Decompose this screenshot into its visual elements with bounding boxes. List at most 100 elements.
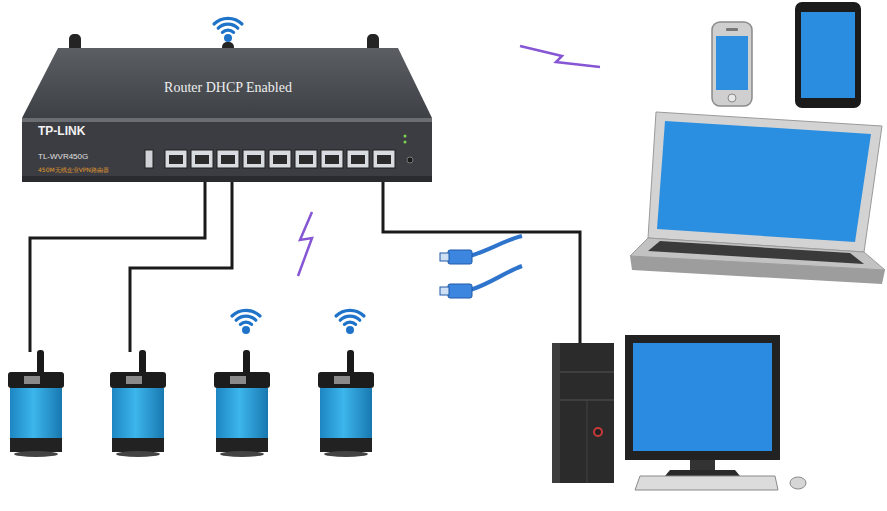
- ethernet-wire: [383, 168, 580, 345]
- ethernet-port: [373, 150, 395, 168]
- smartphone: [712, 22, 752, 106]
- status-led: [404, 141, 407, 144]
- camera: [8, 350, 64, 457]
- camera: [318, 350, 374, 457]
- wifi-dot: [224, 34, 354, 334]
- ethernet-port: [165, 150, 187, 168]
- cable-plug: [448, 284, 472, 298]
- cable-plug: [448, 250, 472, 264]
- status-led: [404, 135, 407, 138]
- camera-body: [320, 388, 372, 438]
- ethernet-port: [191, 150, 213, 168]
- port-socket: [195, 155, 209, 164]
- ethernet-wire: [30, 168, 205, 352]
- phone-speaker: [726, 28, 738, 31]
- ethernet-port: [217, 150, 239, 168]
- camera-foot: [324, 451, 368, 457]
- router-front-edge: [22, 176, 432, 182]
- port-socket: [299, 155, 313, 164]
- camera-ring: [216, 438, 268, 452]
- port-socket: [351, 155, 365, 164]
- wireless-bolt: [298, 46, 600, 276]
- ethernet-port: [243, 150, 265, 168]
- monitor-frame: [625, 335, 780, 460]
- camera-top: [8, 372, 64, 388]
- wireless-bolt: [520, 46, 600, 67]
- camera-top: [214, 372, 270, 388]
- ethernet-port: [347, 150, 369, 168]
- wifi-dot: [224, 34, 232, 42]
- router-front: [22, 118, 432, 182]
- port-socket: [325, 155, 339, 164]
- camera-body: [112, 388, 164, 438]
- wifi-arc: [232, 310, 260, 316]
- tower-side: [552, 343, 560, 483]
- mouse: [790, 477, 806, 489]
- camera-ring: [320, 438, 372, 452]
- tower-body: [552, 343, 614, 483]
- model-number: TL-WVR450G: [38, 152, 88, 161]
- port-socket: [169, 155, 391, 164]
- tablet: [795, 2, 861, 108]
- camera-top: [110, 372, 166, 388]
- product-description: 450M无线企业VPN路由器: [38, 166, 109, 175]
- power-button: [594, 428, 602, 436]
- pc-tower: [552, 343, 614, 483]
- port-socket: [377, 155, 391, 164]
- ethernet-port: [321, 150, 343, 168]
- phone-screen: [716, 36, 748, 90]
- monitor: [625, 335, 780, 476]
- ethernet-port: [295, 150, 317, 168]
- wifi-arc: [222, 30, 233, 32]
- camera-ring: [112, 438, 164, 452]
- wifi-arc: [240, 322, 251, 324]
- laptop: [630, 112, 885, 284]
- camera-foot: [220, 451, 264, 457]
- camera-port: [230, 376, 246, 384]
- camera-top: [318, 372, 374, 388]
- phone-body: [712, 22, 752, 106]
- keyboard: [635, 476, 778, 490]
- ethernet-wire: [30, 168, 580, 352]
- wifi-arc: [340, 316, 360, 320]
- laptop-base: [630, 256, 885, 284]
- node-title: Router DHCP Enabled: [164, 78, 292, 98]
- camera-foot: [116, 451, 160, 457]
- monitor-stand: [690, 460, 715, 470]
- wifi-arc: [336, 310, 364, 316]
- reset-button: [407, 157, 413, 163]
- cable-line: [470, 266, 522, 290]
- camera-body: [10, 388, 62, 438]
- ethernet-port: [269, 150, 291, 168]
- wifi-icon: [214, 18, 364, 324]
- laptop-lid: [648, 112, 882, 252]
- tower-line: [587, 400, 588, 483]
- camera-ring: [10, 438, 62, 452]
- port-socket: [273, 155, 287, 164]
- port-socket: [247, 155, 261, 164]
- tablet-body: [795, 2, 861, 108]
- router-top: [22, 48, 432, 118]
- router-body: [22, 48, 432, 182]
- wifi-arc: [218, 24, 238, 28]
- tower-line: [560, 372, 614, 373]
- camera-port: [24, 376, 40, 384]
- laptop-screen: [657, 121, 871, 242]
- cable-icon: [440, 236, 522, 298]
- camera-port: [126, 376, 142, 384]
- ethernet-wire: [130, 168, 232, 352]
- brand-logo: TP-LINK: [38, 124, 85, 138]
- wifi-dot: [346, 326, 354, 334]
- ethernet-port: [165, 150, 395, 168]
- wifi-arc: [214, 18, 242, 24]
- camera: [110, 350, 166, 457]
- camera: [214, 350, 270, 457]
- port-socket: [221, 155, 235, 164]
- camera-body: [216, 388, 268, 438]
- phone-button: [728, 94, 736, 102]
- tablet-screen: [801, 12, 855, 98]
- wireless-bolt: [298, 212, 312, 276]
